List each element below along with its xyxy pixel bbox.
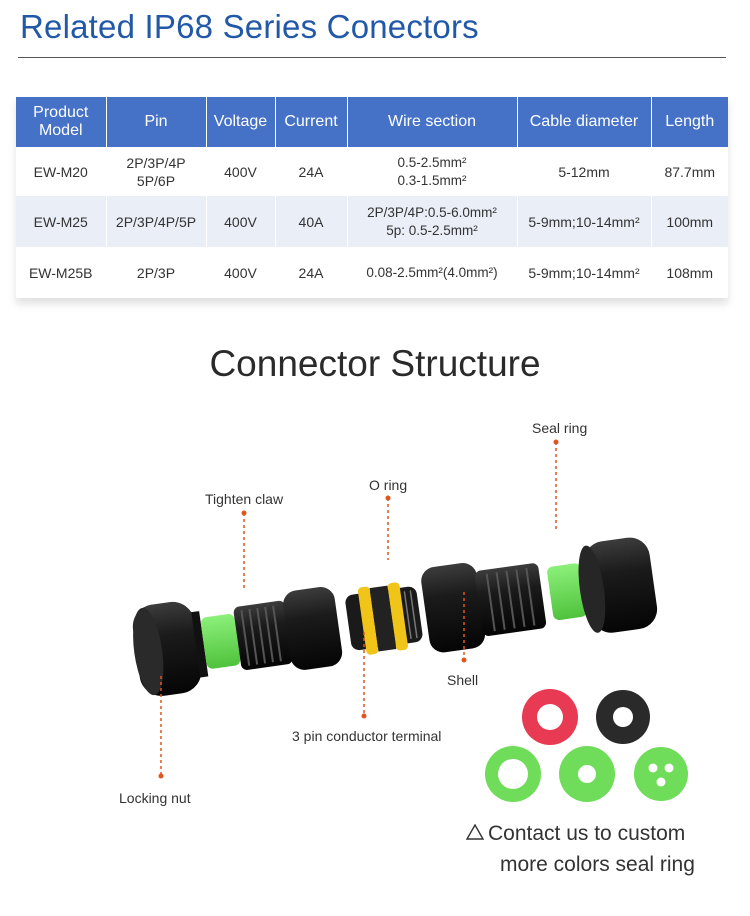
label-conductor-terminal: 3 pin conductor terminal [292,728,442,744]
col-header: Current [275,97,348,147]
seal-ring-right [547,563,587,621]
connector-assembly [132,537,658,696]
label-locking-nut: Locking nut [119,790,191,806]
cell-length: 87.7mm [651,147,728,196]
table-row: EW-M25 2P/3P/4P/5P 400V 40A 2P/3P/4P:0.5… [16,196,728,247]
locking-nut-left [132,601,209,696]
col-header: Length [651,97,728,147]
conductor-terminal [345,582,423,655]
cell-cable-diameter: 5-9mm;10-14mm² [517,247,652,298]
cell-length: 108mm [651,247,728,298]
cell-wire-section: 0.08-2.5mm²(4.0mm²) [347,247,518,298]
col-header: Voltage [206,97,276,147]
col-header: Pin [106,97,207,147]
table-row: EW-M20 2P/3P/4P 5P/6P 400V 24A 0.5-2.5mm… [16,147,728,196]
cell-current: 40A [275,196,348,247]
seal-ring-green-small [559,746,615,802]
spec-table: Product Model Pin Voltage Current Wire s… [16,97,728,298]
cell-pin: 2P/3P/4P/5P [106,196,207,247]
cell-length: 100mm [651,196,728,247]
caption-line-2: more colors seal ring [500,853,695,876]
label-shell: Shell [447,672,479,688]
cell-current: 24A [275,247,348,298]
cell-pin: 2P/3P/4P 5P/6P [106,147,207,196]
col-header: Wire section [347,97,518,147]
seal-ring-green-large [485,746,541,802]
tighten-claw [233,587,343,670]
seal-ring-green-triple [634,747,688,801]
seal-ring-left [200,614,241,669]
seal-ring-samples [485,689,688,802]
col-header: Cable diameter [517,97,652,147]
label-o-ring: O ring [369,477,408,493]
shell [421,563,547,653]
cell-voltage: 400V [206,247,276,298]
seal-ring-black [596,690,650,744]
title-divider [18,57,726,58]
cell-current: 24A [275,147,348,196]
custom-color-caption: Contact us to custom more colors seal ri… [465,818,695,880]
col-header: Product Model [16,97,107,147]
cell-voltage: 400V [206,147,276,196]
cell-wire-section: 0.5-2.5mm² 0.3-1.5mm² [347,147,518,196]
structure-title: Connector Structure [209,343,541,384]
label-seal-ring: Seal ring [532,420,588,436]
table-row: EW-M25B 2P/3P 400V 24A 0.08-2.5mm²(4.0mm… [16,247,728,298]
cell-voltage: 400V [206,196,276,247]
cell-model: EW-M25 [16,196,107,247]
cell-cable-diameter: 5-12mm [517,147,652,196]
warning-triangle-icon [465,818,488,849]
table-header-row: Product Model Pin Voltage Current Wire s… [16,97,728,147]
connector-diagram [132,439,688,802]
cell-model: EW-M25B [16,247,107,298]
page-title: Related IP68 Series Conectors [20,8,479,45]
caption-line-1: Contact us to custom [488,822,686,845]
cell-wire-section: 2P/3P/4P:0.5-6.0mm² 5p: 0.5-2.5mm² [347,196,518,247]
leader-lines [160,442,557,776]
leader-dots [158,439,559,779]
seal-ring-red [522,689,578,745]
cell-cable-diameter: 5-9mm;10-14mm² [517,196,652,247]
cell-pin: 2P/3P [106,247,207,298]
cell-model: EW-M20 [16,147,107,196]
label-tighten-claw: Tighten claw [205,491,284,507]
locking-nut-right [578,537,658,633]
